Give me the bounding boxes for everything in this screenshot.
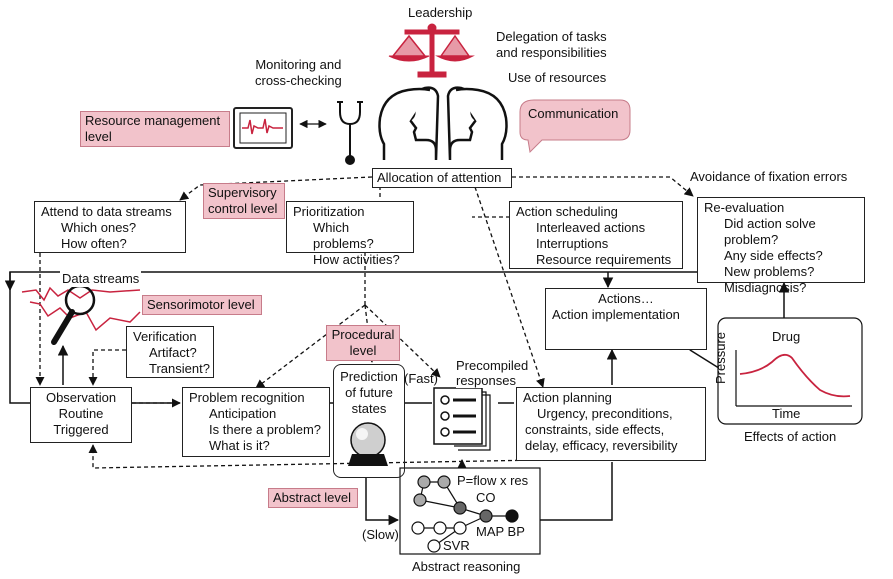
supervisory-level-tag: Supervisory control level [203,183,285,219]
abstract-caption: Abstract reasoning [412,559,521,574]
problem-item: Anticipation [209,406,277,421]
scheduling-item: Interleaved actions [536,220,646,235]
verification-item: Transient? [149,361,210,376]
abstract-level-tag: Abstract level [268,488,358,508]
stethoscope-icon [337,101,363,165]
prioritization-item: How activities? [313,252,400,267]
verification-box: Verification Artifact? Transient? [126,326,214,378]
planning-item: delay, efficacy, reversibility [525,438,678,453]
reevaluation-item: Misdiagnosis? [724,280,807,295]
observation-item: Triggered [53,422,109,437]
svr-label: SVR [443,538,470,553]
observation-title: Observation [45,390,117,405]
scheduling-item: Interruptions [536,236,609,251]
use-resources-label: Use of resources [508,70,607,85]
rm-line-2: level [85,129,112,144]
two-heads-icon [378,86,508,161]
communication-label: Communication [528,106,619,121]
co-label: CO [476,490,496,505]
allocation-box: Allocation of attention [372,168,512,188]
prediction-line: Prediction [340,369,398,384]
delegation-line-2: and responsibilities [496,45,607,60]
reevaluation-item: Any side effects? [724,248,823,263]
sensorimotor-level-tag: Sensorimotor level [142,295,262,315]
rm-line-1: Resource management [85,113,221,128]
actions-box: Actions… Action implementation [545,288,707,350]
actions-subtitle: Action implementation [552,307,680,322]
drug-chart-xlabel: Time [772,406,801,421]
prediction-line: states [351,401,387,416]
prediction-line: of future [345,385,393,400]
resource-management-level-tag: Resource management level [80,111,230,147]
monitoring-label: Monitoring and cross-checking [255,57,342,89]
reevaluation-title: Re-evaluation [704,200,785,215]
sup-line-2: control level [208,201,278,216]
formula-label: P=flow x res [457,473,529,488]
verification-item: Artifact? [149,345,197,360]
data-streams-label: Data streams [60,271,142,287]
precompiled-line: responses [456,373,516,388]
attend-item: Which ones? [61,220,137,235]
planning-item: Urgency, preconditions, [537,406,673,421]
scheduling-box: Action scheduling Interleaved actions In… [509,201,683,269]
sup-line-1: Supervisory [208,185,277,200]
delegation-label: Delegation of tasks and responsibilities [496,29,607,61]
attend-title: Attend to data streams [41,204,172,219]
speech-bubble-icon [519,99,631,154]
fixation-label: Avoidance of fixation errors [690,169,848,184]
reevaluation-item: Did action solve problem? [724,216,816,247]
proc-line-2: level [349,343,377,358]
proc-line-1: Procedural [331,327,395,342]
prioritization-item: Which problems? [313,220,374,251]
fast-label: (Fast) [404,371,438,386]
observation-box: Observation Routine Triggered [30,387,132,443]
drug-chart-ylabel: Pressure [713,331,728,384]
problem-item: What is it? [209,438,270,453]
planning-title: Action planning [523,390,612,405]
delegation-line-1: Delegation of tasks [496,29,607,44]
problem-item: Is there a problem? [209,422,322,437]
precompiled-label: Precompiled responses [456,358,529,388]
scheduling-title: Action scheduling [516,204,618,219]
mapbp-label: MAP BP [476,524,525,539]
attend-box: Attend to data streams Which ones? How o… [34,201,186,253]
checklist-icon [433,387,491,451]
drug-effect-chart [717,317,863,425]
procedural-level-tag: Procedural level [326,325,400,361]
problem-recognition-box: Problem recognition Anticipation Is ther… [182,387,330,457]
verification-title: Verification [133,329,197,344]
prioritization-title: Prioritization [293,204,365,219]
observation-item: Routine [58,406,104,421]
precompiled-line: Precompiled [456,358,529,373]
prediction-box: Prediction of future states [333,364,405,478]
action-planning-box: Action planning Urgency, preconditions, … [516,387,706,461]
monitoring-line-1: Monitoring and [255,57,342,72]
scales-icon [388,23,475,78]
abstract-network [399,467,541,555]
problem-title: Problem recognition [189,390,305,405]
monitor-icon [233,107,293,149]
reevaluation-box: Re-evaluation Did action solve problem? … [697,197,865,295]
monitoring-line-2: cross-checking [255,73,342,88]
scheduling-item: Resource requirements [536,252,672,267]
reevaluation-item: New problems? [724,264,815,279]
drug-chart-title: Drug [772,329,801,344]
prioritization-box: Prioritization Which problems? How activ… [286,201,414,267]
attend-item: How often? [61,236,127,251]
leadership-label: Leadership [408,5,473,20]
slow-label: (Slow) [362,527,399,542]
crystal-ball-icon [348,422,388,466]
drug-chart-caption: Effects of action [744,429,837,444]
actions-title: Actions… [598,291,654,306]
planning-item: constraints, side effects, [525,422,665,437]
